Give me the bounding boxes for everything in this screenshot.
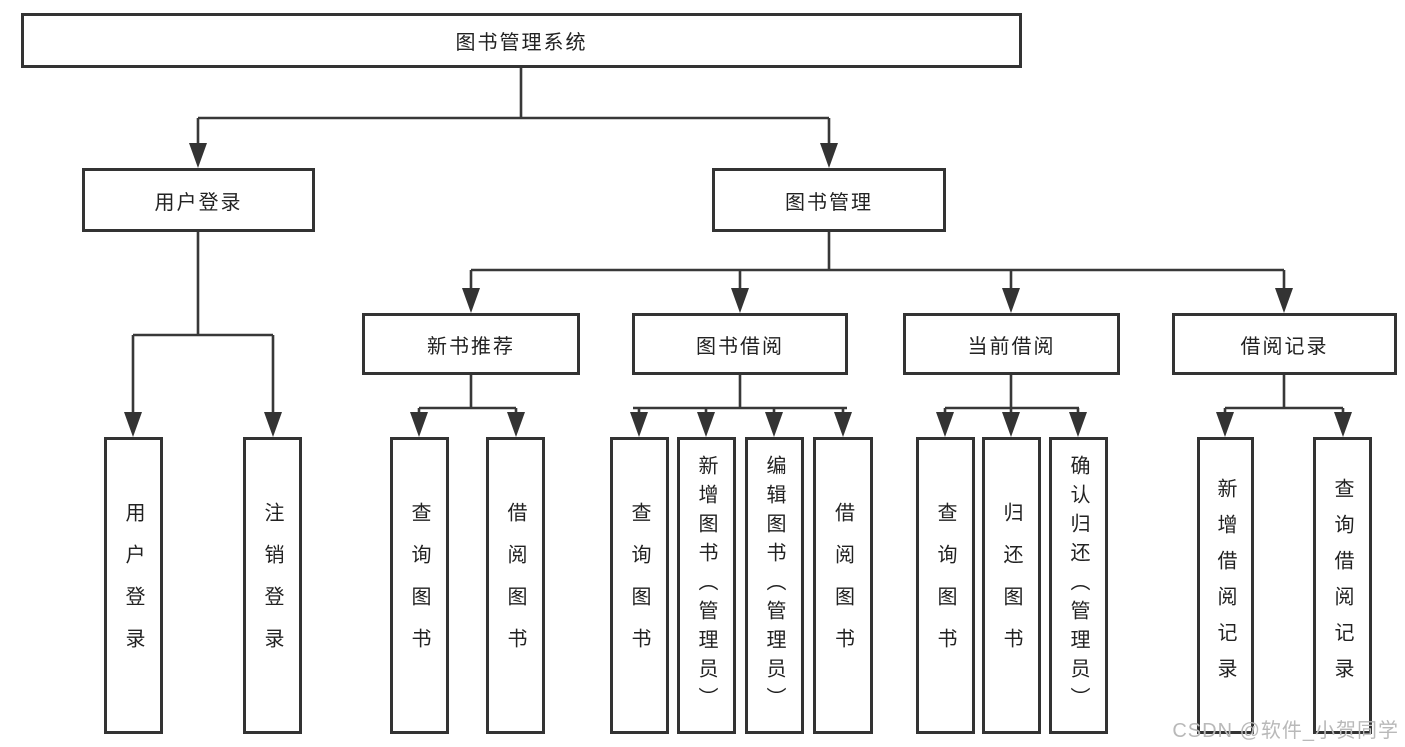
leaf-add-books-admin: 新增图书（管理员）: [677, 437, 736, 734]
node-new-book-recommend: 新书推荐: [362, 313, 580, 375]
node-book-borrowing: 图书借阅: [632, 313, 848, 375]
leaf-borrow-books-2: 借阅图书: [813, 437, 873, 734]
node-root-label: 图书管理系统: [455, 32, 588, 54]
leaf-query-books-2: 查询图书: [610, 437, 669, 734]
node-book-borrowing-label: 图书借阅: [696, 335, 784, 358]
node-borrowing-records-label: 借阅记录: [1240, 335, 1329, 358]
node-user-login: 用户登录: [82, 168, 315, 232]
leaf-query-borrow-record-label: 查询借阅记录: [1331, 477, 1353, 694]
node-borrowing-records: 借阅记录: [1172, 313, 1397, 375]
leaf-query-borrow-record: 查询借阅记录: [1313, 437, 1372, 734]
node-book-management-label: 图书管理: [785, 191, 873, 214]
leaf-confirm-return-admin: 确认归还（管理员）: [1049, 437, 1108, 734]
node-current-borrowing-label: 当前借阅: [967, 335, 1056, 358]
csdn-watermark: CSDN @软件_小贺同学: [1172, 720, 1399, 742]
leaf-user-login: 用户登录: [104, 437, 163, 734]
arrowheads: [124, 143, 1352, 437]
leaf-user-login-label: 用户登录: [122, 501, 144, 670]
leaf-borrow-books-1-label: 借阅图书: [504, 501, 526, 670]
leaf-add-books-admin-label: 新增图书（管理员）: [695, 455, 717, 716]
leaf-add-borrow-record: 新增借阅记录: [1197, 437, 1254, 734]
leaf-query-books-3: 查询图书: [916, 437, 975, 734]
leaf-query-books-1: 查询图书: [390, 437, 449, 734]
leaf-add-borrow-record-label: 新增借阅记录: [1214, 477, 1236, 694]
node-book-management: 图书管理: [712, 168, 946, 232]
leaf-edit-books-admin: 编辑图书（管理员）: [745, 437, 804, 734]
leaf-edit-books-admin-label: 编辑图书（管理员）: [763, 455, 785, 716]
leaf-borrow-books-2-label: 借阅图书: [831, 501, 854, 670]
node-root: 图书管理系统: [21, 13, 1022, 68]
leaf-confirm-return-admin-label: 确认归还（管理员）: [1067, 455, 1089, 716]
leaf-logout-label: 注销登录: [261, 501, 283, 670]
leaf-return-books-label: 归还图书: [1000, 501, 1022, 670]
leaf-query-books-1-label: 查询图书: [408, 501, 430, 670]
leaf-query-books-2-label: 查询图书: [628, 501, 650, 670]
leaf-borrow-books-1: 借阅图书: [486, 437, 545, 734]
leaf-return-books: 归还图书: [982, 437, 1041, 734]
leaf-logout: 注销登录: [243, 437, 302, 734]
leaf-query-books-3-label: 查询图书: [934, 501, 956, 670]
node-current-borrowing: 当前借阅: [903, 313, 1120, 375]
node-new-book-recommend-label: 新书推荐: [427, 335, 515, 358]
node-user-login-label: 用户登录: [154, 191, 243, 214]
